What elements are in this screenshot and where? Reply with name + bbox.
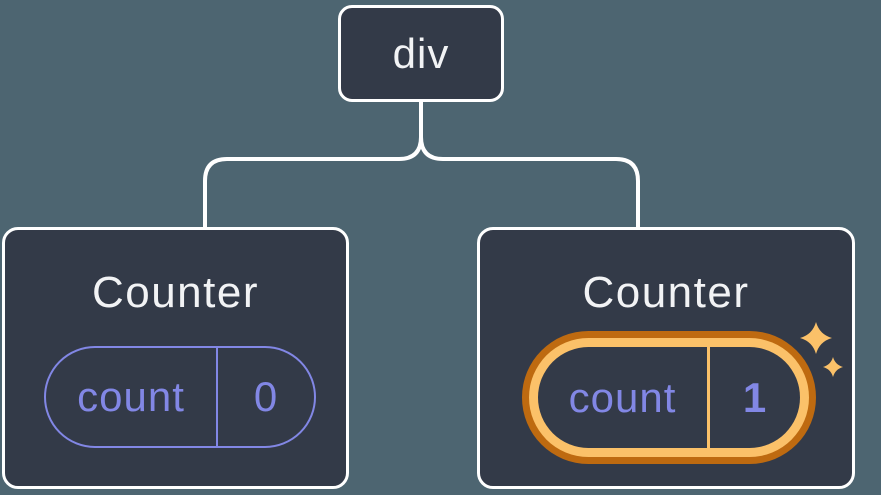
state-key-label: count	[568, 373, 677, 421]
connector-branch-left	[203, 135, 423, 231]
state-value-label: 1	[742, 373, 768, 421]
root-node-label: div	[392, 29, 450, 77]
state-pill-right-highlighted: count 1	[538, 347, 800, 448]
state-key-cell: count	[538, 347, 710, 448]
counter-card-left: Counter count 0	[2, 227, 349, 489]
counter-right-title: Counter	[582, 268, 750, 317]
state-key-cell: count	[46, 348, 218, 446]
state-value-cell: 1	[710, 347, 800, 448]
state-value-cell: 0	[218, 348, 314, 446]
state-key-label: count	[77, 373, 185, 420]
connector-branch-right	[419, 135, 640, 231]
state-pill-left: count 0	[44, 346, 316, 448]
counter-card-right: Counter count 1	[477, 227, 855, 489]
highlight-ring-inner: count 1	[529, 338, 809, 457]
state-value-label: 0	[253, 373, 279, 420]
highlight-ring-outer: count 1	[522, 331, 816, 464]
counter-left-title: Counter	[91, 268, 260, 317]
root-node-div: div	[338, 5, 504, 102]
